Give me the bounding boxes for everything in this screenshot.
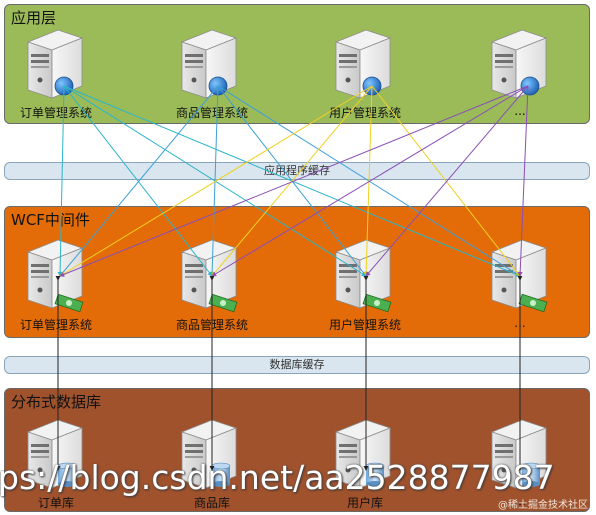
application-layer-title: 应用层 [11, 9, 57, 27]
app-server-order [20, 24, 90, 102]
server-icon [491, 419, 547, 489]
database-icon [365, 462, 385, 487]
db-node-label-user: 用户库 [346, 496, 383, 510]
globe-icon [520, 76, 540, 96]
application-cache-bar: 应用程序缓存 [4, 162, 590, 180]
globe-icon [208, 76, 228, 96]
server-icon [27, 419, 83, 489]
wcf-node-label-more: ... [514, 316, 526, 330]
server-icon [491, 239, 548, 313]
database-icon [521, 462, 541, 487]
db-server-more [484, 414, 554, 492]
app-node-label-user: 用户管理系统 [328, 106, 401, 120]
app-server-product [174, 24, 244, 102]
db-node-label-order: 订单库 [37, 496, 74, 510]
db-server-order [20, 414, 90, 492]
wcf-server-more [484, 234, 554, 313]
database-icon [57, 462, 77, 487]
globe-icon [54, 76, 74, 96]
server-icon [181, 419, 237, 489]
server-icon [181, 29, 237, 99]
app-server-user [328, 24, 398, 102]
url-watermark: ps://blog.csdn.net/aa2528877987 [0, 458, 555, 497]
server-icon [181, 239, 238, 313]
wcf-node-label-user: 用户管理系统 [328, 318, 401, 332]
server-icon [335, 29, 391, 99]
db-node-label-product: 商品库 [193, 496, 230, 510]
app-node-label-order: 订单管理系统 [19, 106, 92, 120]
wcf-layer-title: WCF中间件 [11, 211, 90, 229]
db-server-product [174, 414, 244, 492]
globe-icon [362, 76, 382, 96]
db-node-label-more: ... [514, 494, 526, 508]
server-icon [491, 29, 547, 99]
credit-watermark: @稀土掘金技术社区 [498, 500, 588, 511]
server-icon [335, 419, 391, 489]
database-icon [211, 462, 231, 487]
db-server-user [328, 414, 398, 492]
wcf-server-order [20, 234, 90, 313]
server-icon [27, 239, 84, 313]
wcf-node-label-product: 商品管理系统 [175, 318, 248, 332]
app-node-label-more: ... [514, 104, 526, 118]
database-layer-title: 分布式数据库 [11, 393, 102, 411]
server-icon [27, 29, 83, 99]
database-cache-bar: 数据库缓存 [4, 356, 590, 374]
app-node-label-product: 商品管理系统 [175, 106, 248, 120]
app-server-more [484, 24, 554, 102]
money-icon [54, 293, 84, 313]
wcf-node-label-order: 订单管理系统 [19, 318, 92, 332]
wcf-server-product [174, 234, 244, 313]
server-icon [335, 239, 392, 313]
wcf-server-user [328, 234, 398, 313]
